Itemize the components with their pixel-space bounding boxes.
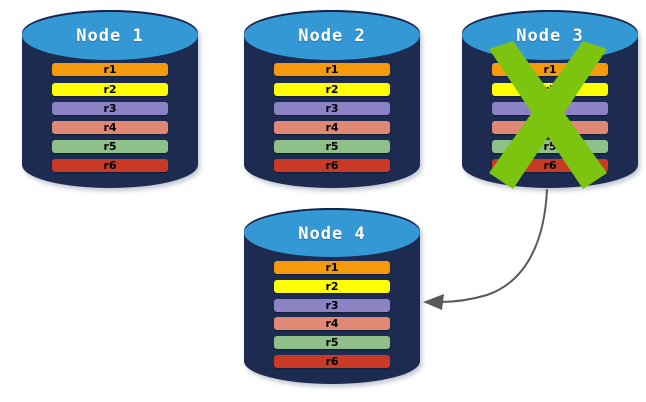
record-r6[interactable]: r6 — [491, 158, 609, 172]
record-r2[interactable]: r2 — [51, 82, 169, 96]
record-r2[interactable]: r2 — [491, 82, 609, 96]
record-stack: r1 r2 r3 r4 r5 r6 — [491, 63, 609, 172]
record-r3[interactable]: r3 — [273, 101, 391, 115]
record-r4[interactable]: r4 — [273, 317, 391, 331]
record-r3[interactable]: r3 — [273, 298, 391, 312]
record-r3[interactable]: r3 — [491, 101, 609, 115]
record-r6[interactable]: r6 — [51, 158, 169, 172]
record-r1[interactable]: r1 — [491, 63, 609, 77]
record-stack: r1 r2 r3 r4 r5 r6 — [273, 63, 391, 172]
record-r5[interactable]: r5 — [491, 139, 609, 153]
cylinder-top-ellipse — [22, 10, 198, 60]
cylinder-top-ellipse — [462, 10, 638, 60]
cylinder-top-ellipse — [244, 10, 420, 60]
record-r4[interactable]: r4 — [51, 120, 169, 134]
record-r4[interactable]: r4 — [491, 120, 609, 134]
record-r6[interactable]: r6 — [273, 355, 391, 369]
record-r6[interactable]: r6 — [273, 158, 391, 172]
record-r1[interactable]: r1 — [51, 63, 169, 77]
arrow-head-icon — [423, 294, 444, 310]
record-r5[interactable]: r5 — [273, 336, 391, 350]
record-r5[interactable]: r5 — [51, 139, 169, 153]
record-r3[interactable]: r3 — [51, 101, 169, 115]
record-stack: r1 r2 r3 r4 r5 r6 — [51, 63, 169, 172]
record-stack: r1 r2 r3 r4 r5 r6 — [273, 260, 391, 369]
record-r5[interactable]: r5 — [273, 139, 391, 153]
record-r4[interactable]: r4 — [273, 120, 391, 134]
cylinder-top-ellipse — [244, 208, 420, 258]
record-r2[interactable]: r2 — [273, 279, 391, 293]
record-r1[interactable]: r1 — [273, 63, 391, 77]
node3-to-node4-arrow — [439, 188, 548, 303]
record-r1[interactable]: r1 — [273, 260, 391, 274]
record-r2[interactable]: r2 — [273, 82, 391, 96]
